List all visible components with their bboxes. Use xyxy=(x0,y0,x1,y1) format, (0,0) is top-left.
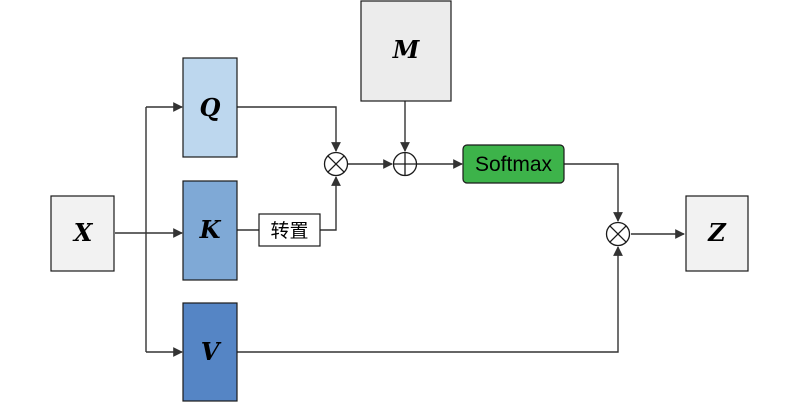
node-transpose: 转置 xyxy=(258,213,321,247)
node-softmax-box xyxy=(462,144,565,184)
add-operator xyxy=(392,151,418,177)
node-z-label: Z xyxy=(707,218,727,247)
node-k: K xyxy=(182,180,238,281)
node-m-label: M xyxy=(392,35,421,64)
node-v-box xyxy=(182,302,238,402)
node-z: Z xyxy=(685,195,749,272)
node-k-box xyxy=(182,180,238,281)
node-transpose-box xyxy=(258,213,321,247)
node-x-label: X xyxy=(72,218,94,247)
node-transpose-label: 转置 xyxy=(270,220,308,242)
multiply-operator-2 xyxy=(605,221,631,247)
node-m-box xyxy=(360,0,452,102)
node-x: X xyxy=(50,195,115,272)
node-x-box xyxy=(50,195,115,272)
node-q: Q xyxy=(182,57,238,158)
node-v-label: V xyxy=(201,337,222,366)
edges xyxy=(115,101,685,357)
edge-softmax-multiply2 xyxy=(564,163,623,222)
edge-transpose-multiply xyxy=(320,176,341,231)
node-softmax-label: Softmax xyxy=(475,153,553,176)
multiply-operator-1 xyxy=(323,151,349,177)
node-q-label: Q xyxy=(200,93,221,122)
node-v: V xyxy=(182,302,238,402)
node-k-label: K xyxy=(199,215,222,244)
node-m: M xyxy=(360,0,452,102)
node-z-box xyxy=(685,195,749,272)
node-q-box xyxy=(182,57,238,158)
node-softmax: Softmax xyxy=(462,144,565,184)
edge-v-multiply2 xyxy=(236,246,623,353)
edge-q-multiply xyxy=(237,106,341,152)
